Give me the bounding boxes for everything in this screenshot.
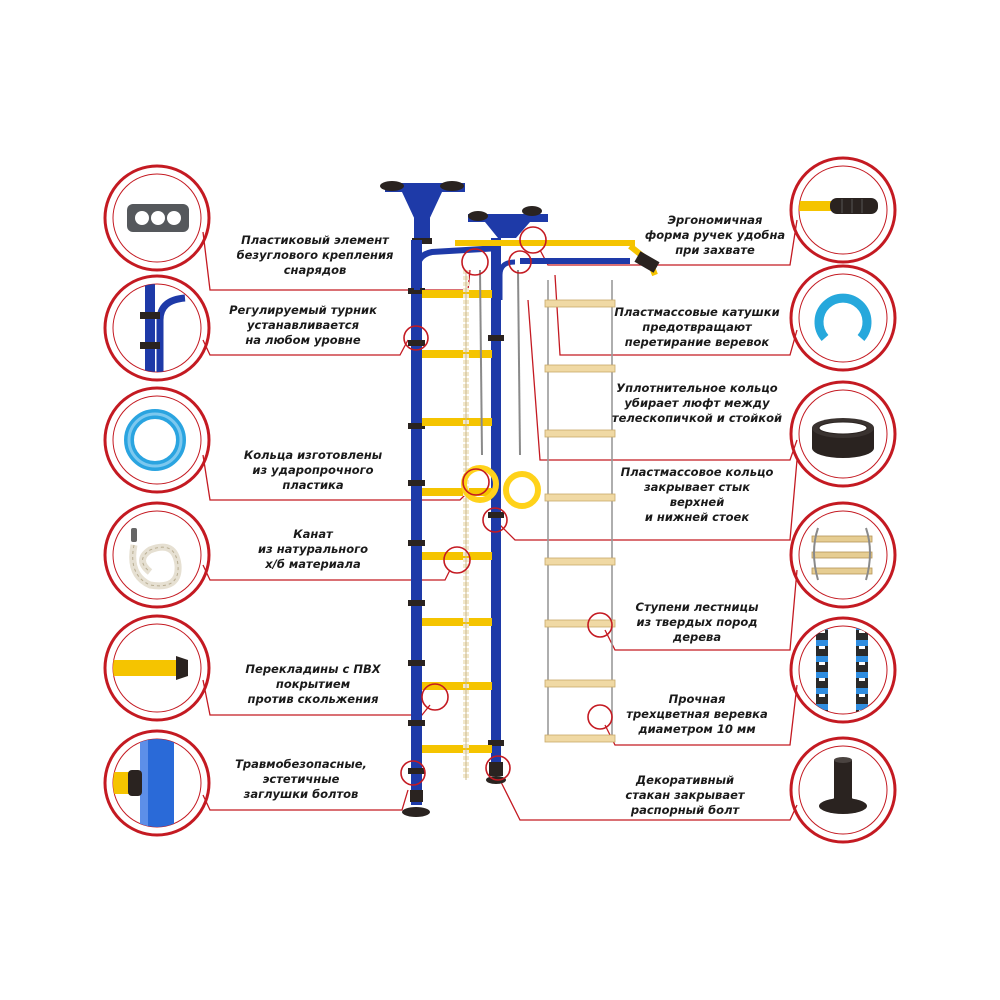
label-spools: Пластмассовые катушки предотвращают пере… <box>592 305 802 350</box>
label-line: Пластмассовое кольцо <box>620 465 774 479</box>
label-rope: Канат из натурального х/б материала <box>208 527 418 572</box>
label-handle: Эргономичная форма ручек удобна при захв… <box>610 213 820 258</box>
detail-circle-wooden-steps <box>789 501 897 609</box>
label-line: диаметром 10 мм <box>638 722 756 736</box>
rope-ladder <box>544 280 616 743</box>
label-line: форма ручек удобна <box>644 228 786 242</box>
label-line: Регулируемый турник <box>229 303 377 317</box>
label-line: дерева <box>672 630 722 644</box>
label-line: перетирание веревок <box>624 335 770 349</box>
label-joint-ring: Пластмассовое кольцо закрывает стык верх… <box>592 465 802 525</box>
label-line: Пластиковый элемент <box>241 233 389 247</box>
label-line: на любом уровне <box>245 333 361 347</box>
label-line: стакан закрывает <box>625 788 745 802</box>
pole-joints <box>408 288 504 774</box>
left-pole <box>411 240 422 805</box>
pvc-rung-icon <box>113 656 188 680</box>
tricolor-rope-icon <box>816 626 868 714</box>
plastic-spool-icon <box>814 293 872 341</box>
bolt-cap-icon <box>113 739 174 827</box>
label-line: закрывает стык <box>643 480 751 494</box>
detail-circle-rope <box>103 501 211 609</box>
yellow-rungs <box>422 290 492 753</box>
label-line: против скольжения <box>247 692 379 706</box>
label-line: убирает люфт между <box>624 396 770 410</box>
label-line: Пластмассовые катушки <box>614 305 780 319</box>
label-line: из ударопрочного <box>252 463 374 477</box>
label-line: эстетичные <box>262 772 340 786</box>
target-circles <box>400 226 613 786</box>
label-line: распорный болт <box>630 803 740 817</box>
label-line: из натурального <box>257 542 369 556</box>
detail-circle-adjustable-bar <box>103 274 211 382</box>
ceiling-mount-right <box>468 206 548 238</box>
detail-circle-plastic-mount <box>103 164 211 272</box>
ergonomic-handle-icon <box>799 198 878 214</box>
detail-circle-spools <box>789 264 897 372</box>
leader-line-wooden-steps <box>604 569 798 651</box>
label-line: из твердых пород <box>636 615 758 629</box>
label-line: Эргономичная <box>667 213 763 227</box>
detail-circle-handle <box>789 156 897 264</box>
detail-circle-bolt-caps <box>103 729 211 837</box>
adjustable-bar-clamp-icon <box>140 284 186 372</box>
detail-circle-rungs <box>103 614 211 722</box>
label-line: пластика <box>282 478 344 492</box>
label-line: Уплотнительное кольцо <box>616 381 778 395</box>
label-rings: Кольца изготовлены из ударопрочного плас… <box>208 448 418 493</box>
detail-circle-decorative-cup <box>789 736 897 844</box>
pull-up-handle <box>634 251 660 273</box>
detail-circle-rings <box>103 386 211 494</box>
label-line: Декоративный <box>635 773 735 787</box>
label-wooden-steps: Ступени лестницы из твердых пород дерева <box>592 600 802 645</box>
label-line: Канат <box>293 527 333 541</box>
label-decorative-cup: Декоративный стакан закрывает распорный … <box>580 773 790 818</box>
leader-line-spools <box>554 274 798 356</box>
detail-circle-tricolor-rope <box>789 616 897 724</box>
label-bolt-caps: Травмобезопасные, эстетичные заглушки бо… <box>196 757 406 802</box>
label-line: заглушки болтов <box>243 787 359 801</box>
label-line: Кольца изготовлены <box>243 448 383 462</box>
label-line: Ступени лестницы <box>635 600 759 614</box>
label-line: Травмобезопасные, <box>235 757 367 771</box>
gym-ring-icon <box>124 409 186 471</box>
label-line: Перекладины с ПВХ <box>245 662 381 676</box>
label-line: снарядов <box>283 263 347 277</box>
label-line: Прочная <box>668 692 726 706</box>
label-line: и нижней стоек <box>644 510 750 524</box>
right-pole <box>491 238 501 768</box>
label-line: трехцветная веревка <box>626 707 768 721</box>
leader-line-rungs <box>202 679 431 716</box>
label-line: безуглового крепления <box>236 248 394 262</box>
wooden-steps-icon <box>811 527 873 581</box>
label-rungs: Перекладины с ПВХ покрытием против сколь… <box>208 662 418 707</box>
gym-rings <box>461 269 541 509</box>
cotton-rope-icon <box>129 528 182 590</box>
label-line: при захвате <box>675 243 755 257</box>
label-line: покрытием <box>275 677 351 691</box>
leader-line-joint-ring <box>499 459 798 541</box>
label-tricolor-rope: Прочная трехцветная веревка диаметром 10… <box>592 692 802 737</box>
label-line: верхней <box>669 495 725 509</box>
sealing-ring-icon <box>812 418 874 458</box>
detail-circle-sealing-ring <box>789 380 897 488</box>
label-line: телескопичкой и стойкой <box>611 411 783 425</box>
leader-line-decorative-cup <box>499 779 798 821</box>
leader-line-handle <box>539 219 798 266</box>
label-line: х/б материала <box>265 557 361 571</box>
label-plastic-mount: Пластиковый элемент безуглового креплени… <box>210 233 420 278</box>
plastic-mount-plate-icon <box>127 204 189 232</box>
decorative-cup-icon <box>819 757 867 814</box>
label-line: устанавливается <box>247 318 359 332</box>
label-line: предотвращают <box>642 320 752 334</box>
label-adjustable-bar: Регулируемый турник устанавливается на л… <box>198 303 408 348</box>
wall-bars-complex <box>380 181 660 817</box>
label-sealing-ring: Уплотнительное кольцо убирает люфт между… <box>592 381 802 426</box>
